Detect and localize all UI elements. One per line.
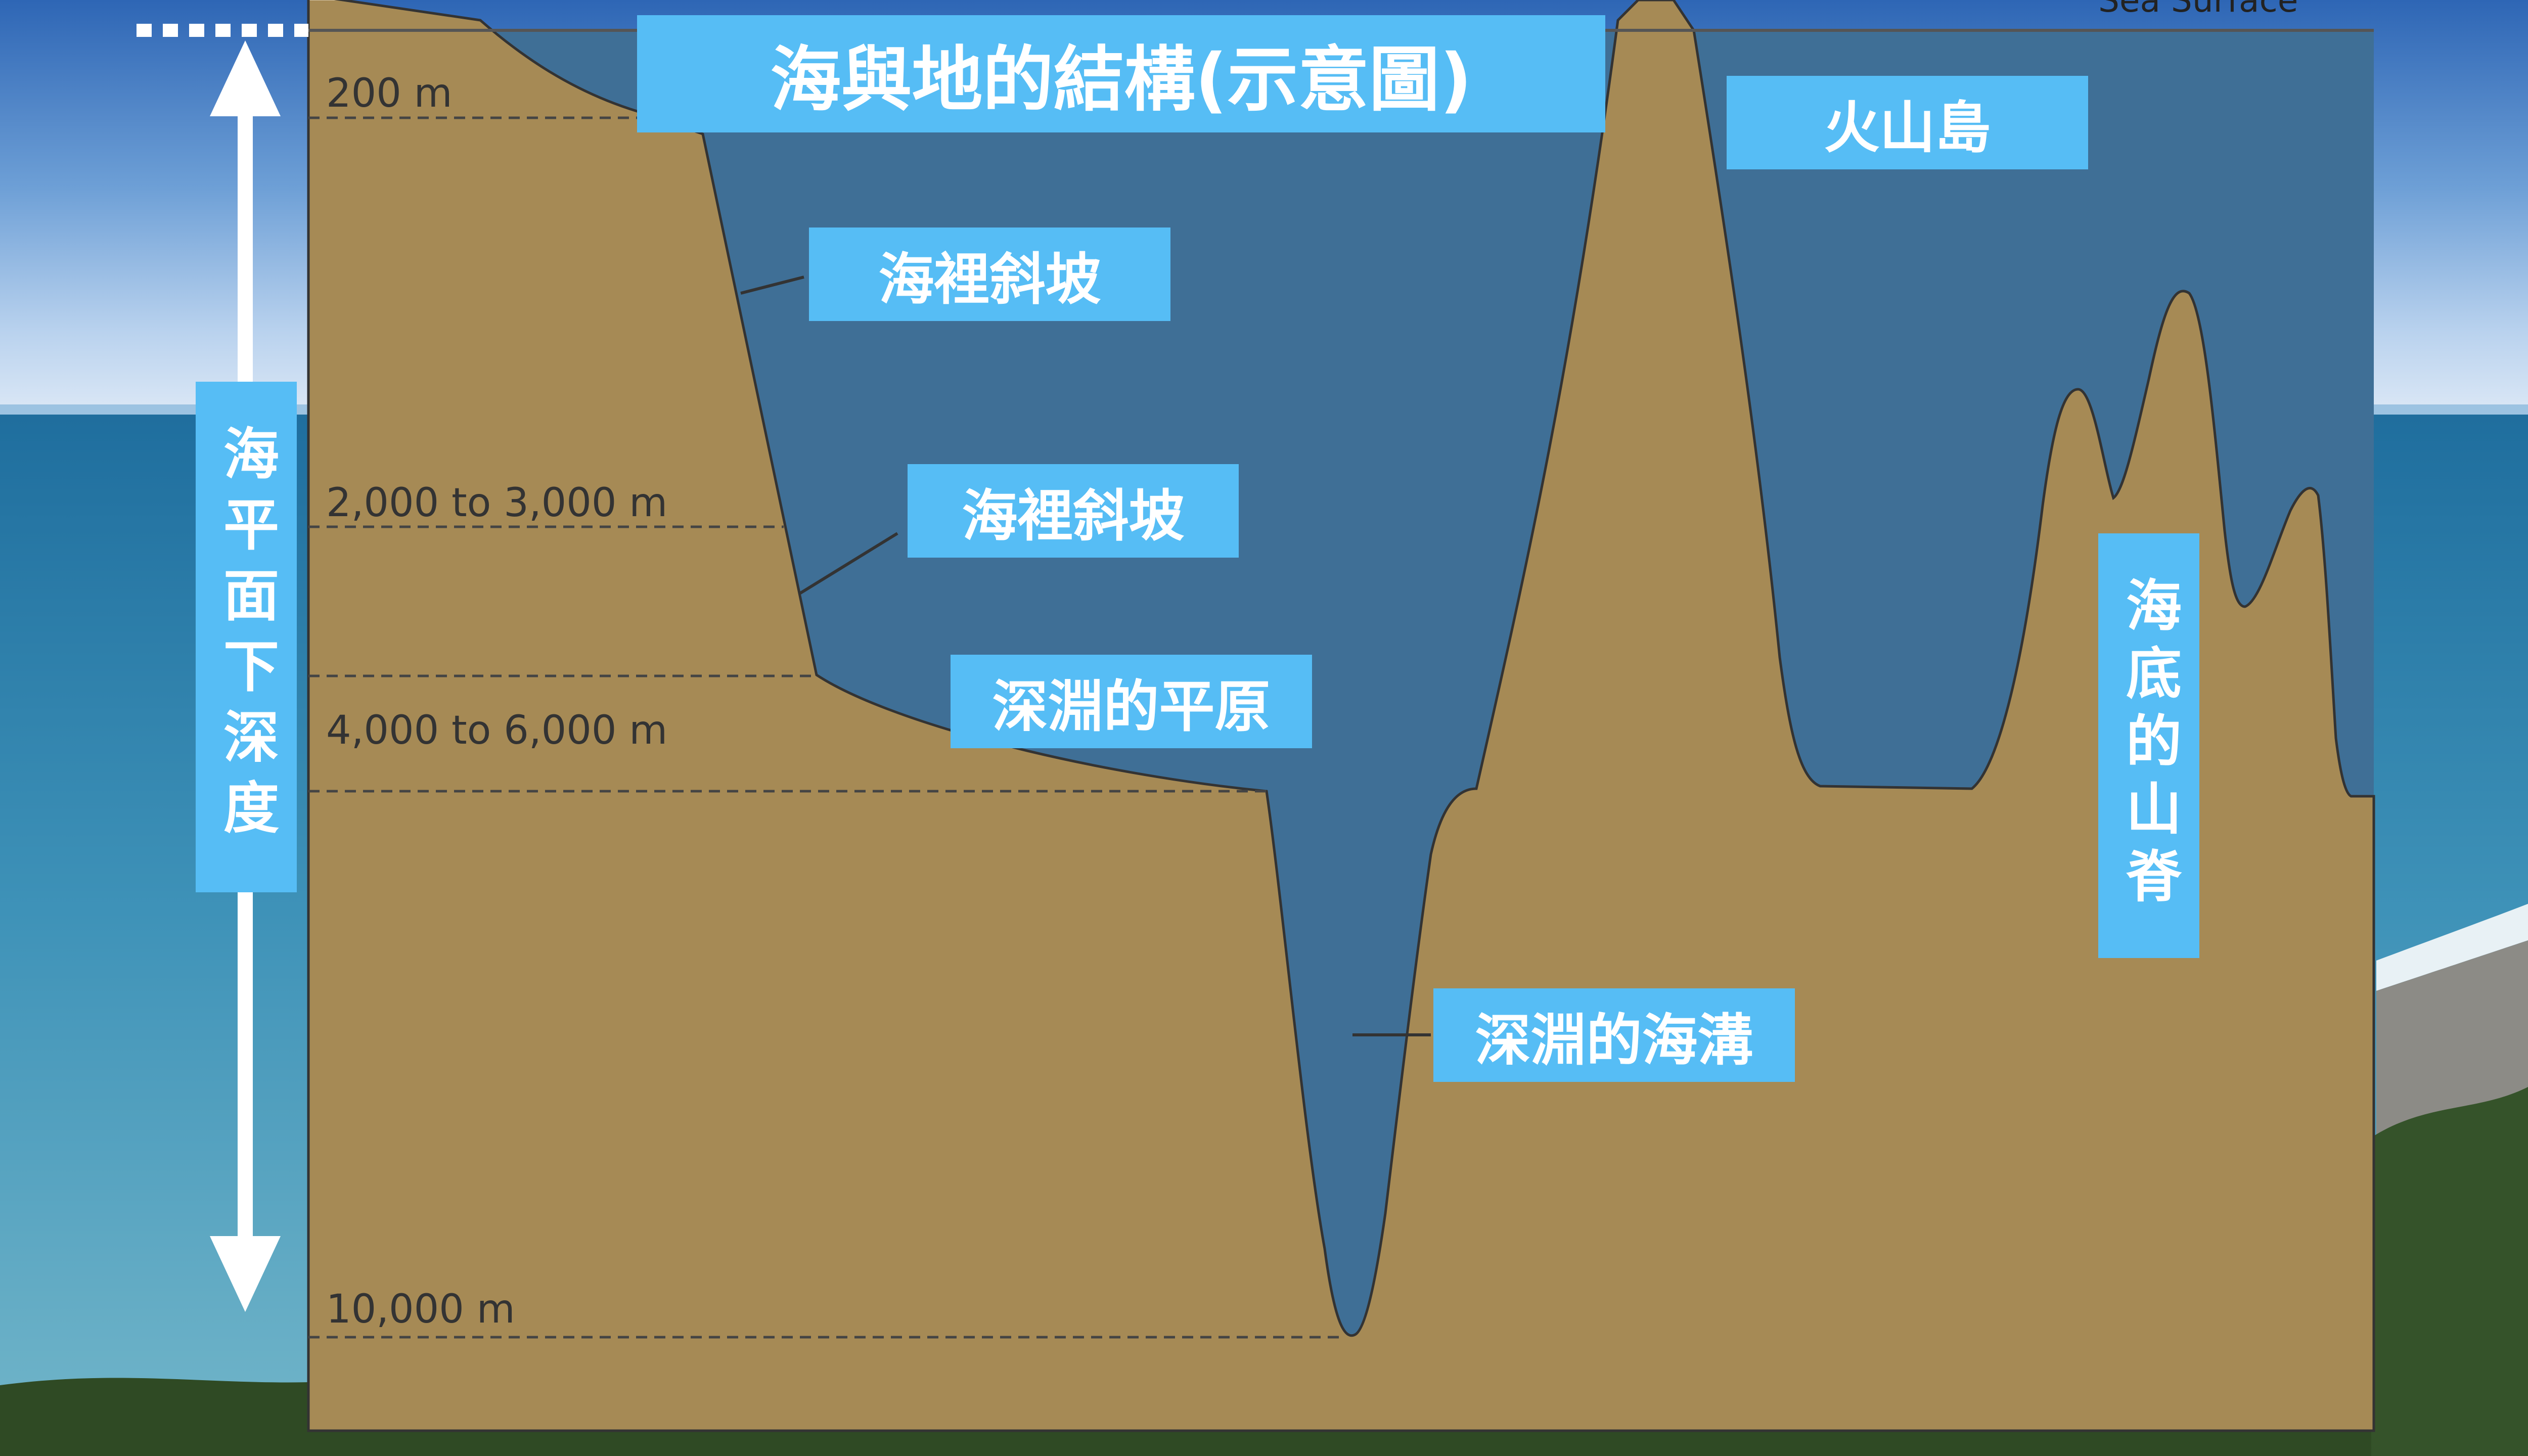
label-volcanic-island: 火山島 [1727,76,2088,169]
label-oceanic-ridge: 海底的山脊 [2098,533,2199,958]
diagram-title: 海與地的結構(示意圖) [637,15,1605,132]
depth-label-2000m: 2,000 to 3,000 m [326,480,668,526]
label-continental-slope-2: 海裡斜坡 [908,464,1239,558]
diagram-panel [307,0,2375,1432]
trees-right [2371,1087,2528,1456]
label-continental-slope-1: 海裡斜坡 [809,228,1170,321]
depth-guide-lines [308,116,1345,1339]
label-depth-axis: 海平面下深度 [196,382,297,892]
label-abyssal-plain: 深淵的平原 [951,655,1312,748]
depth-label-4000m: 4,000 to 6,000 m [326,708,668,753]
shore-foam [2376,903,2528,991]
sea-surface-label: Sea Surface [2098,0,2298,20]
label-ocean-trench: 深淵的海溝 [1433,988,1795,1082]
depth-label-10000m: 10,000 m [326,1287,515,1332]
depth-label-200m: 200 m [326,71,453,116]
seafloor-rock [307,0,2375,1432]
leader-lines [740,276,1431,1036]
